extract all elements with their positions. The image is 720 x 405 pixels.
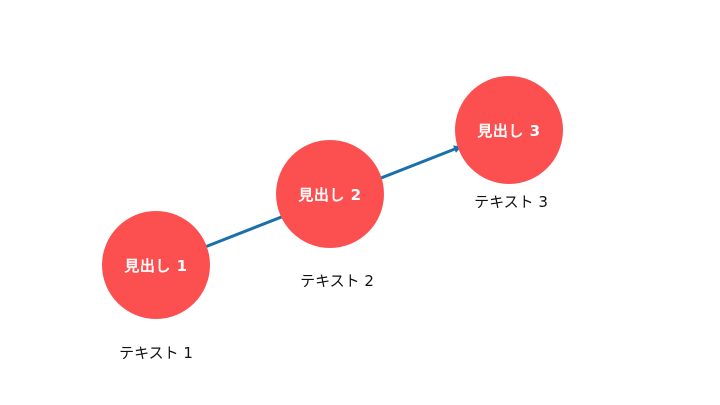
step-2-caption: テキスト 2 bbox=[300, 272, 374, 290]
step-1-heading: 見出し 1 bbox=[124, 256, 188, 275]
step-3-circle: 見出し 3 bbox=[455, 76, 563, 184]
step-3-caption: テキスト 3 bbox=[474, 193, 548, 211]
step-2-heading: 見出し 2 bbox=[298, 185, 362, 204]
step-2-circle: 見出し 2 bbox=[276, 140, 384, 248]
step-1-circle: 見出し 1 bbox=[102, 211, 210, 319]
step-1-caption: テキスト 1 bbox=[119, 344, 193, 362]
step-3-heading: 見出し 3 bbox=[477, 121, 541, 140]
